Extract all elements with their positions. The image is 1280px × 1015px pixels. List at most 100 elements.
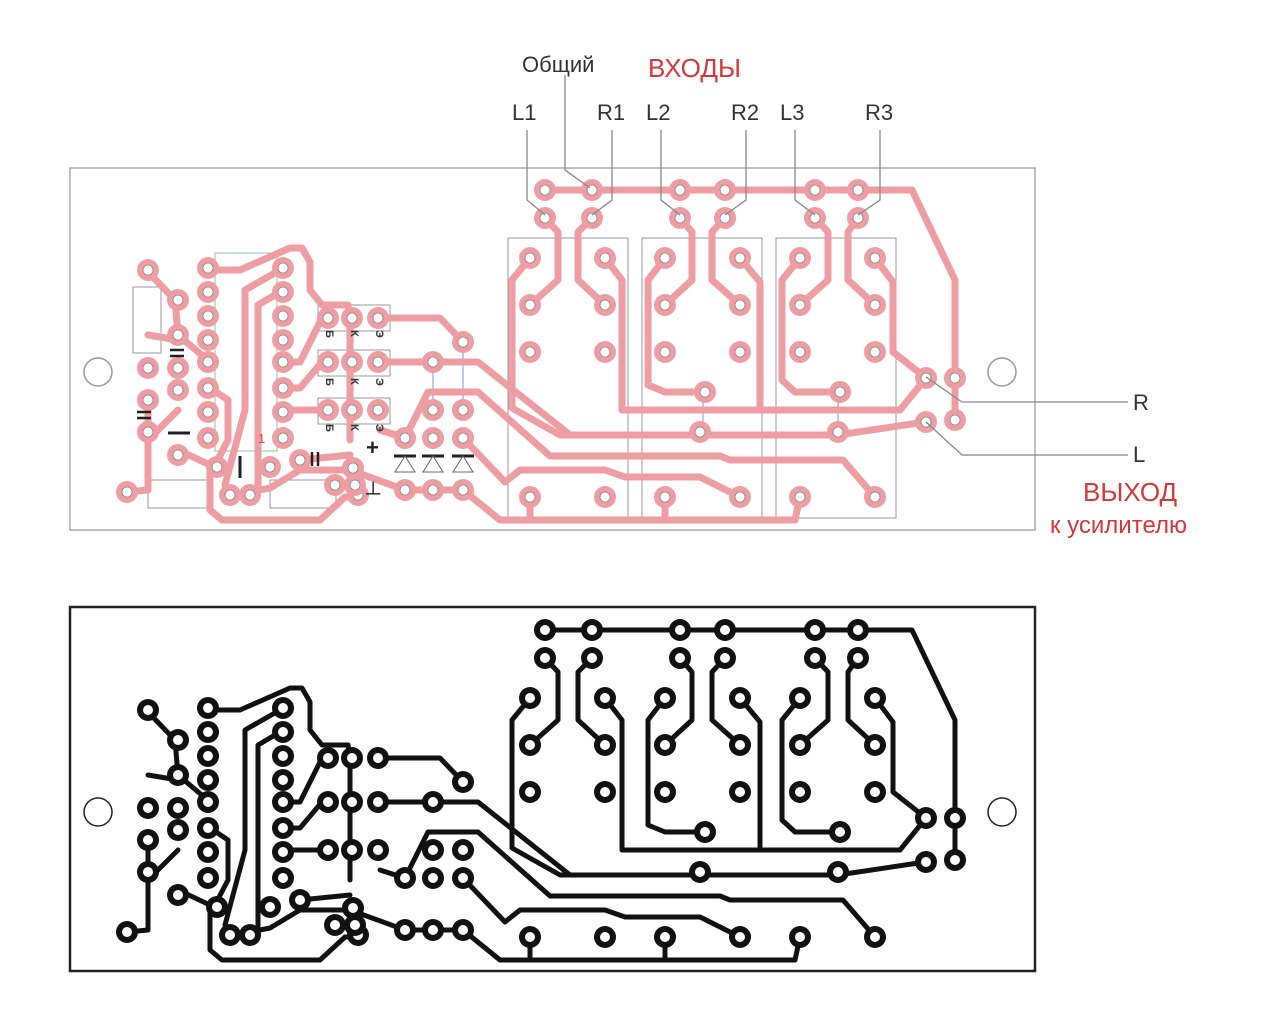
trace: [376, 314, 467, 346]
pad: [452, 479, 474, 501]
pad: [197, 281, 219, 303]
pad-hole: [323, 797, 333, 807]
pad: [519, 486, 541, 508]
pad-hole: [372, 404, 384, 416]
pad: [581, 647, 603, 669]
pad-hole: [277, 286, 289, 298]
traces-bottom: [124, 627, 958, 963]
pad-hole: [347, 753, 357, 763]
pad: [317, 791, 339, 813]
pad-hole: [794, 252, 806, 264]
pad: [289, 449, 311, 471]
ic-outline: [214, 252, 278, 452]
pad: [394, 919, 416, 941]
pad-hole: [457, 404, 469, 416]
pad: [324, 474, 346, 496]
pad-hole: [525, 932, 535, 942]
pad: [804, 179, 826, 201]
pad: [519, 926, 541, 948]
transistor-pin-label: К: [348, 424, 360, 431]
component-side-view: [69, 167, 1036, 531]
pad: [197, 697, 219, 719]
pad-hole: [870, 693, 880, 703]
pad-hole: [694, 426, 706, 438]
pad-hole: [853, 653, 863, 663]
pad: [259, 456, 281, 478]
pad: [864, 486, 886, 508]
pad: [689, 861, 711, 883]
pad-hole: [264, 461, 276, 473]
pad-hole: [720, 625, 730, 635]
pad: [137, 357, 159, 379]
pad: [519, 781, 541, 803]
pad-hole: [427, 484, 439, 496]
pad: [167, 324, 189, 346]
label-output-subtitle: к усилителю: [1050, 512, 1187, 539]
copper-side-view: [68, 605, 1037, 973]
transistor-pin-label: К: [348, 378, 360, 385]
pad: [317, 747, 339, 769]
pad: [197, 329, 219, 351]
pad: [272, 377, 294, 399]
pad: [519, 247, 541, 269]
pad: [317, 399, 339, 421]
pad-hole: [203, 751, 213, 761]
trace: [212, 685, 353, 763]
pad: [167, 289, 189, 311]
pad-hole: [720, 653, 730, 663]
transistor-pin-label: Э: [373, 424, 385, 432]
pad-hole: [458, 873, 468, 883]
relay-outline: [507, 237, 629, 519]
pad: [729, 341, 751, 363]
pad-hole: [540, 625, 550, 635]
pad: [847, 207, 869, 229]
pad: [272, 401, 294, 423]
pad: [789, 734, 811, 756]
pad: [367, 351, 389, 373]
pad: [137, 861, 159, 883]
pad: [272, 721, 294, 743]
pad-hole: [810, 653, 820, 663]
pad: [847, 179, 869, 201]
pad-hole: [172, 384, 184, 396]
pad: [342, 457, 364, 479]
pad-hole: [322, 356, 334, 368]
pad-hole: [795, 787, 805, 797]
pad-hole: [202, 406, 214, 418]
trace: [207, 825, 231, 908]
pad-hole: [330, 920, 340, 930]
pad: [422, 479, 444, 501]
pad: [272, 791, 294, 813]
pad-hole: [143, 867, 153, 877]
pad: [317, 839, 339, 861]
pad: [272, 281, 294, 303]
pad: [864, 687, 886, 709]
pad: [581, 207, 603, 229]
pad-hole: [202, 356, 214, 368]
label-output-l: L: [1133, 442, 1145, 467]
pad: [137, 797, 159, 819]
pad: [367, 307, 389, 329]
pad-hole: [400, 873, 410, 883]
pad-hole: [203, 775, 213, 785]
pad: [341, 791, 363, 813]
pad: [367, 791, 389, 813]
pad-hole: [660, 932, 670, 942]
pad: [272, 841, 294, 863]
pad: [534, 207, 556, 229]
pad: [452, 399, 474, 421]
pad-hole: [870, 932, 880, 942]
pad-hole: [244, 489, 256, 501]
pad: [789, 781, 811, 803]
trace: [402, 829, 878, 940]
pad: [272, 745, 294, 767]
pad-hole: [675, 653, 685, 663]
pad: [789, 247, 811, 269]
pad-hole: [350, 920, 360, 930]
pad: [789, 926, 811, 948]
pad-hole: [659, 299, 671, 311]
pad-hole: [122, 927, 132, 937]
pad: [422, 867, 444, 889]
pad-hole: [278, 703, 288, 713]
trace: [601, 254, 930, 414]
